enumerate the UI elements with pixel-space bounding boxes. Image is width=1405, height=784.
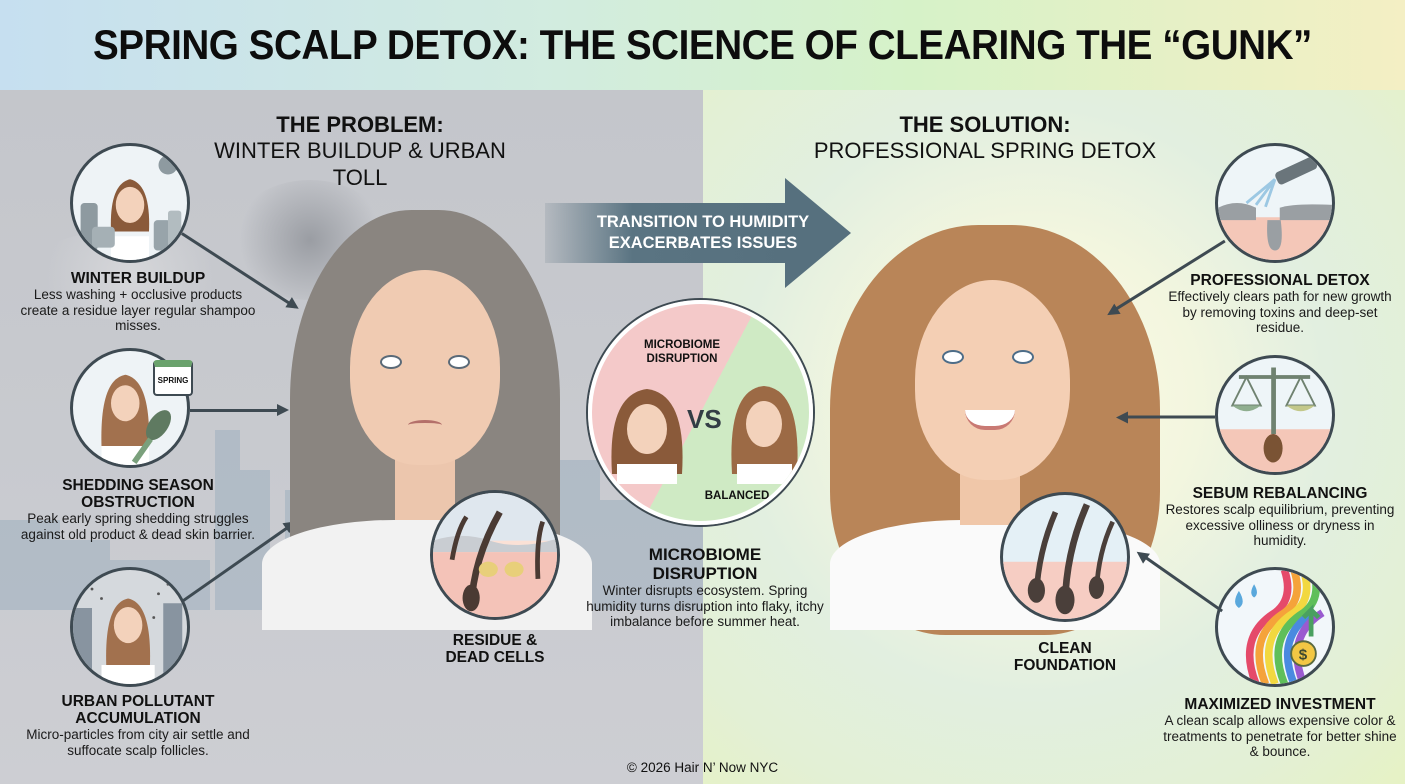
disruption-label: MICROBIOME DISRUPTION [643,339,721,365]
page-title: SPRING SCALP DETOX: THE SCIENCE OF CLEAR… [93,21,1312,68]
transition-arrow: TRANSITION TO HUMIDITY EXACERBATES ISSUE… [545,178,851,288]
header-banner: SPRING SCALP DETOX: THE SCIENCE OF CLEAR… [0,0,1405,90]
copyright-footer: © 2026 Hair N’ Now NYC [626,760,779,775]
microbiome-disruption-item: MICROBIOME DISRUPTION Winter disrupts ec… [586,545,824,629]
clean-follicle-icon [1000,492,1130,622]
calendar-spring-icon: SPRING [153,360,193,396]
residue-dead-cells-label: RESIDUE & DEAD CELLS [445,632,545,666]
solution-heading: THE SOLUTION: [899,112,1071,137]
rainbow-hair-dollar-icon: $ [1215,567,1335,687]
microbiome-vs-comparison: MICROBIOME DISRUPTION VS BALANCED [588,300,813,525]
problem-item-winter-buildup: WINTER BUILDUP Less washing + occlusive … [20,270,256,333]
shampoo-products-icon [70,143,190,263]
balanced-label: BALANCED [704,490,770,502]
spray-nozzle-icon [1215,143,1335,263]
itchy-woman-icon [611,389,683,484]
city-pollution-icon [70,567,190,687]
problem-item-urban-pollutant: URBAN POLLUTANT ACCUMULATION Micro-parti… [26,693,250,758]
transition-label: TRANSITION TO HUMIDITY EXACERBATES ISSUE… [596,213,810,252]
clogged-follicle-icon [430,490,560,620]
problem-item-shedding-season: SHEDDING SEASON OBSTRUCTION Peak early s… [20,477,256,542]
connector-arrow [1120,416,1215,419]
vs-label: VS [687,404,722,434]
problem-subheading: WINTER BUILDUP & URBAN TOLL [214,138,506,190]
clean-foundation-label: CLEAN FOUNDATION [1013,640,1117,674]
balance-scale-icon [1215,355,1335,475]
balanced-woman-icon [731,386,798,484]
problem-heading: THE PROBLEM: [276,112,444,137]
svg-text:$: $ [1299,646,1308,663]
solution-item-maximized-investment: MAXIMIZED INVESTMENT A clean scalp allow… [1163,696,1397,759]
solution-item-sebum-rebalancing: SEBUM REBALANCING Restores scalp equilib… [1165,485,1395,548]
solution-item-professional-detox: PROFESSIONAL DETOX Effectively clears pa… [1168,272,1392,335]
connector-arrow [190,404,289,415]
solution-subheading: PROFESSIONAL SPRING DETOX [813,138,1157,164]
solution-title-block: THE SOLUTION: PROFESSIONAL SPRING DETOX [800,112,1170,165]
problem-title-block: THE PROBLEM: WINTER BUILDUP & URBAN TOLL [200,112,520,191]
